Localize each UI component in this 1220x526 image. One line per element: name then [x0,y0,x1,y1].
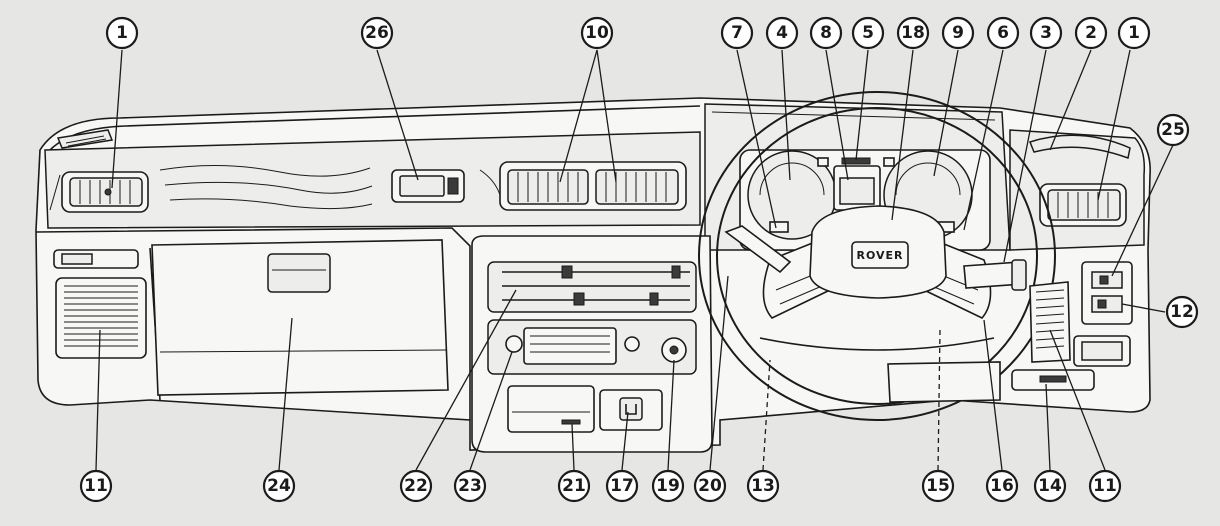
glove-box[interactable] [151,239,449,396]
callout-13: 13 [746,469,780,503]
callout-11-right: 11 [1088,469,1122,503]
callout-2: 2 [1074,16,1108,50]
callout-19: 19 [651,469,685,503]
speaker-grille-right [1029,281,1071,363]
callout-number: 11 [1093,476,1117,496]
callout-number: 11 [84,476,108,496]
air-vent-center[interactable] [499,161,687,211]
callout-number: 2 [1085,23,1097,43]
radio-cassette[interactable] [487,319,697,375]
callout-number: 23 [458,476,482,496]
callout-number: 5 [862,23,874,43]
callout-number: 20 [698,476,722,496]
callout-number: 4 [776,23,788,43]
callout-4: 4 [765,16,799,50]
callout-25: 25 [1156,113,1190,147]
callout-number: 24 [267,476,291,496]
air-vent-right[interactable] [1039,183,1127,227]
switch-panel-right[interactable] [1073,261,1133,367]
leader-lines [95,49,1174,471]
callout-1-right: 1 [1117,16,1151,50]
callout-9: 9 [941,16,975,50]
callout-number: 21 [562,476,586,496]
callout-number: 1 [116,23,128,43]
callout-3: 3 [1029,16,1063,50]
callout-1: 1 [105,16,139,50]
callout-number: 1 [1128,23,1140,43]
callout-24: 24 [262,469,296,503]
callout-number: 12 [1170,302,1194,322]
callout-12: 12 [1165,295,1199,329]
callout-number: 9 [952,23,964,43]
callout-number: 25 [1161,120,1185,140]
callout-8: 8 [809,16,843,50]
rover-logo: ROVER [856,249,903,262]
callout-17: 17 [605,469,639,503]
air-vent-left[interactable] [61,171,149,213]
speaker-grille-left [55,277,147,359]
callout-number: 6 [997,23,1009,43]
lower-trim-right [887,361,1095,403]
callout-20: 20 [693,469,727,503]
callout-number: 22 [404,476,428,496]
callout-number: 8 [820,23,832,43]
callout-number: 15 [926,476,950,496]
clock-switch[interactable] [391,169,465,203]
stalk-left[interactable] [724,225,792,274]
cigar-lighter[interactable] [599,389,663,431]
callout-number: 26 [365,23,389,43]
callout-number: 18 [901,23,925,43]
stalk-right[interactable] [963,259,1027,291]
callout-number: 19 [656,476,680,496]
callout-22: 22 [399,469,433,503]
heater-controls[interactable] [487,261,697,313]
callout-number: 10 [585,23,609,43]
callout-number: 7 [731,23,743,43]
callout-number: 17 [610,476,634,496]
callout-10: 10 [580,16,614,50]
callout-5: 5 [851,16,885,50]
callout-23: 23 [453,469,487,503]
wood-trim [49,164,501,211]
callout-number: 13 [751,476,775,496]
callout-7: 7 [720,16,754,50]
callout-6: 6 [986,16,1020,50]
callout-number: 14 [1038,476,1062,496]
callout-15: 15 [921,469,955,503]
callout-16: 16 [985,469,1019,503]
side-switch-left[interactable] [53,249,139,269]
callout-number: 3 [1040,23,1052,43]
callout-number: 16 [990,476,1014,496]
callout-11-left: 11 [79,469,113,503]
steering-wheel[interactable]: ROVER [698,91,1056,421]
callout-18: 18 [896,16,930,50]
ashtray[interactable] [507,385,595,433]
callout-14: 14 [1033,469,1067,503]
callout-21: 21 [557,469,591,503]
callout-26: 26 [360,16,394,50]
